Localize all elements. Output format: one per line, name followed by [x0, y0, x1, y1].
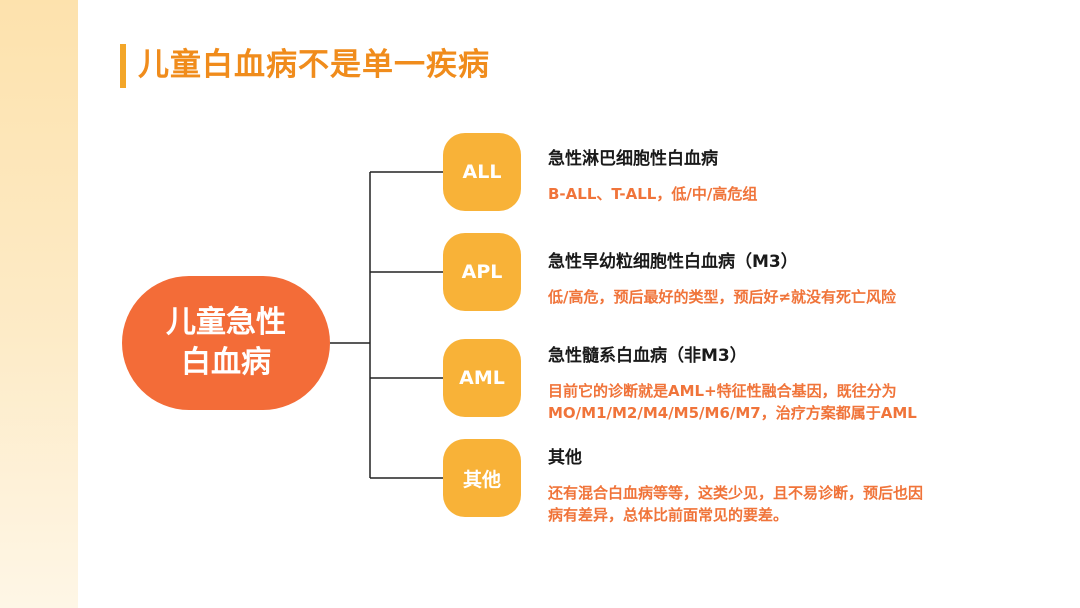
node-all: ALL — [443, 133, 521, 211]
root-node: 儿童急性 白血病 — [122, 276, 330, 410]
branch-all-desc: B-ALL、T-ALL，低/中/高危组 — [548, 183, 757, 205]
root-label-line2: 白血病 — [181, 345, 271, 380]
node-all-label: ALL — [462, 161, 502, 183]
branch-aml-desc-line2: MO/M1/M2/M4/M5/M6/M7，治疗方案都属于AML — [548, 404, 917, 422]
branch-apl-title: 急性早幼粒细胞性白血病（M3） — [548, 252, 798, 272]
root-label-line1: 儿童急性 — [166, 305, 286, 340]
branch-all-title: 急性淋巴细胞性白血病 — [548, 149, 718, 169]
branch-other-desc-line1: 还有混合白血病等等，这类少见，且不易诊断，预后也因 — [548, 484, 924, 502]
branch-all-desc-line1: B-ALL、T-ALL，低/中/高危组 — [548, 185, 758, 203]
page-title: 儿童白血病不是单一疾病 — [138, 47, 490, 83]
node-aml: AML — [443, 339, 521, 417]
branch-apl-desc: 低/高危，预后最好的类型，预后好≠就没有死亡风险 — [548, 286, 896, 308]
branch-other-desc-line2: 病有差异，总体比前面常见的要差。 — [548, 506, 789, 524]
node-aml-label: AML — [459, 367, 505, 389]
branch-aml-title: 急性髓系白血病（非M3） — [548, 346, 747, 366]
node-other: 其他 — [443, 439, 521, 517]
node-other-label: 其他 — [462, 468, 501, 491]
title-accent-bar — [120, 44, 126, 88]
branch-other-title: 其他 — [548, 448, 582, 468]
branch-aml-desc-line1: 目前它的诊断就是AML+特征性融合基因，既往分为 — [548, 382, 897, 400]
branch-other-desc: 还有混合白血病等等，这类少见，且不易诊断，预后也因 病有差异，总体比前面常见的要… — [548, 482, 923, 526]
branch-aml-desc: 目前它的诊断就是AML+特征性融合基因，既往分为 MO/M1/M2/M4/M5/… — [548, 380, 917, 424]
branch-apl-desc-line1: 低/高危，预后最好的类型，预后好≠就没有死亡风险 — [548, 288, 897, 306]
node-apl: APL — [443, 233, 521, 311]
side-decorative-band — [0, 0, 78, 608]
node-apl-label: APL — [461, 261, 503, 283]
